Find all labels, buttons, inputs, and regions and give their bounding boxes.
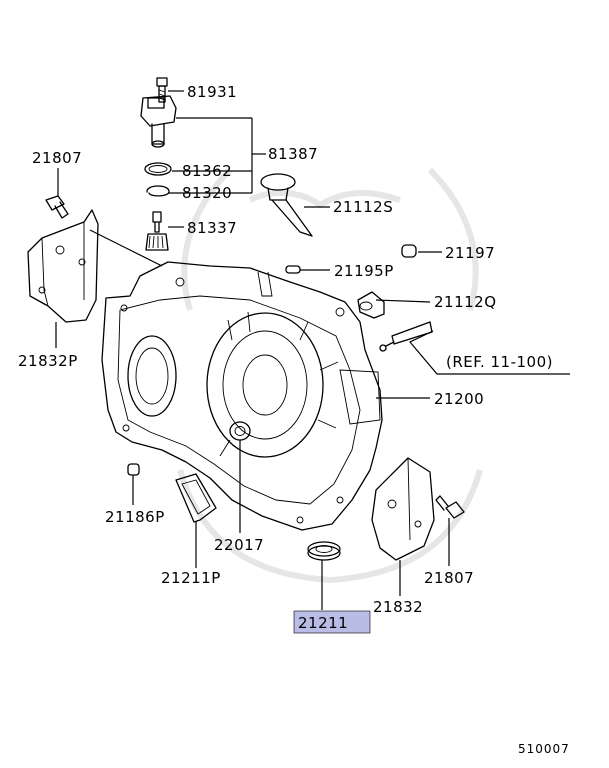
- label-driven-gear[interactable]: 81337: [187, 219, 237, 237]
- dowel-pin-top-icon: [285, 265, 301, 274]
- label-bracket-right[interactable]: 21832: [373, 598, 423, 616]
- label-breather-cap[interactable]: 21112Q: [434, 293, 497, 311]
- oil-seal-icon: [307, 541, 341, 561]
- label-dowel-pin-left[interactable]: 21186P: [105, 508, 165, 526]
- ref-part-icon: [379, 321, 433, 352]
- snap-ring-icon: [146, 185, 170, 197]
- bracket-bolt-left-icon: [45, 195, 69, 219]
- transaxle-case-icon: [101, 261, 383, 531]
- label-plug-small[interactable]: 21197: [445, 244, 495, 262]
- bracket-right-icon: [371, 457, 435, 561]
- highlight-box: [293, 610, 371, 634]
- label-bracket-bolt-right[interactable]: 21807: [424, 569, 474, 587]
- dowel-pin-left-icon: [127, 463, 140, 476]
- plug-seal-icon: [229, 421, 251, 441]
- watermark-emblem: [177, 167, 483, 584]
- label-speed-sensor[interactable]: 81387: [268, 145, 318, 163]
- label-snap-ring[interactable]: 81320: [182, 184, 232, 202]
- figure-code: 510007: [518, 742, 570, 756]
- plug-small-icon: [401, 244, 417, 258]
- cover-seal-left-icon: [175, 473, 217, 523]
- bracket-left-icon: [27, 209, 99, 323]
- o-ring-icon: [144, 162, 172, 176]
- label-dipstick-plug[interactable]: 21112S: [333, 198, 393, 216]
- dipstick-plug-icon: [260, 173, 313, 237]
- part-labels: 81931 81387 81362 81320 81337 21807 2183…: [18, 83, 570, 756]
- speed-sensor-icon: [140, 95, 177, 148]
- label-transaxle-case[interactable]: 21200: [434, 390, 484, 408]
- breather-cap-icon: [357, 291, 385, 319]
- label-plug-seal[interactable]: 22017: [214, 536, 264, 554]
- bracket-bolt-right-icon: [435, 495, 465, 519]
- label-bracket-bolt-left[interactable]: 21807: [32, 149, 82, 167]
- ref-note[interactable]: (REF. 11-100): [446, 353, 553, 371]
- leader-lines: [55, 90, 570, 610]
- label-dowel-pin-top[interactable]: 21195P: [334, 262, 394, 280]
- label-bracket-left[interactable]: 21832P: [18, 352, 78, 370]
- driven-gear-icon: [145, 211, 169, 251]
- label-oil-seal-highlighted[interactable]: 21211: [298, 614, 348, 632]
- label-o-ring[interactable]: 81362: [182, 162, 232, 180]
- label-sensor-bolt[interactable]: 81931: [187, 83, 237, 101]
- label-cover-seal-left[interactable]: 21211P: [161, 569, 221, 587]
